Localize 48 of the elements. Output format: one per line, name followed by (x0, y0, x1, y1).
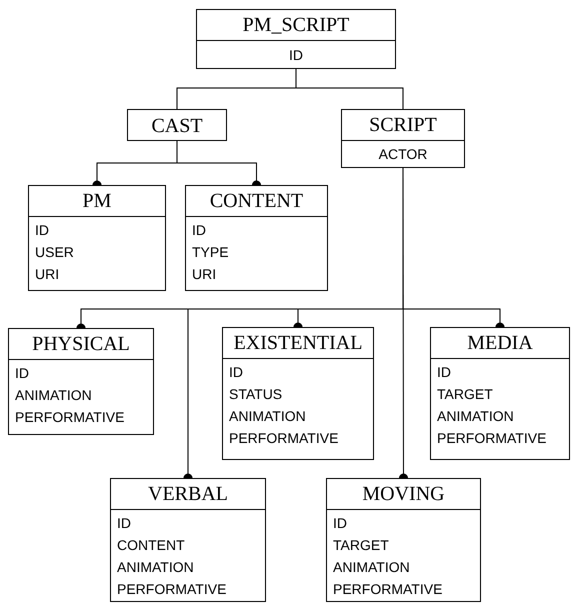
entity-box (430, 327, 570, 460)
attribute-text: ANIMATION (229, 407, 307, 426)
entity-name: MOVING (362, 484, 445, 504)
entity-name: CAST (151, 116, 203, 136)
attribute-text: USER (35, 243, 75, 262)
entity-box (28, 185, 166, 291)
attribute-text: ANIMATION (117, 558, 195, 577)
attribute-text: ID (35, 221, 50, 240)
connector-line (296, 68, 404, 110)
entity-box (196, 9, 396, 69)
entity-box (110, 478, 266, 602)
attribute-text: TARGET (333, 536, 390, 555)
attribute-text: ANIMATION (15, 386, 93, 405)
entity-name: VERBAL (148, 484, 228, 504)
attribute-text: PERFORMATIVE (437, 429, 548, 448)
attribute-text: ID (15, 364, 30, 383)
attribute-text: ANIMATION (333, 558, 411, 577)
attribute-text: PERFORMATIVE (15, 408, 126, 427)
attribute-text: ID (333, 514, 348, 533)
entity-box (127, 109, 227, 141)
entity-box (326, 478, 481, 602)
attribute-text: PERFORMATIVE (333, 580, 444, 599)
attribute-text: STATUS (229, 385, 284, 404)
entity-name: CONTENT (210, 191, 304, 211)
attribute-text: TYPE (192, 243, 230, 262)
entity-box (8, 328, 154, 435)
attribute-text: ACTOR (378, 145, 428, 164)
entity-name: PM (82, 191, 112, 211)
attribute-text: ID (192, 221, 207, 240)
attribute-text: ANIMATION (437, 407, 515, 426)
attribute-text: CONTENT (117, 536, 186, 555)
attribute-text: URI (35, 265, 60, 284)
entity-name: PM_SCRIPT (242, 15, 350, 35)
attribute-text: URI (192, 265, 218, 284)
attribute-text: ID (229, 363, 244, 382)
entity-name: PHYSICAL (32, 334, 130, 354)
attribute-text: PERFORMATIVE (229, 429, 340, 448)
entity-name: MEDIA (467, 333, 533, 353)
attribute-text: ID (117, 514, 132, 533)
entity-box (185, 185, 328, 291)
entity-name: SCRIPT (369, 115, 437, 135)
attribute-text: TARGET (437, 385, 494, 404)
attribute-text: PERFORMATIVE (117, 580, 228, 599)
entity-box (222, 327, 374, 460)
attribute-text: ID (437, 363, 452, 382)
attribute-text: ID (289, 46, 303, 64)
entity-name: EXISTENTIAL (234, 333, 362, 353)
entity-box (341, 109, 465, 168)
